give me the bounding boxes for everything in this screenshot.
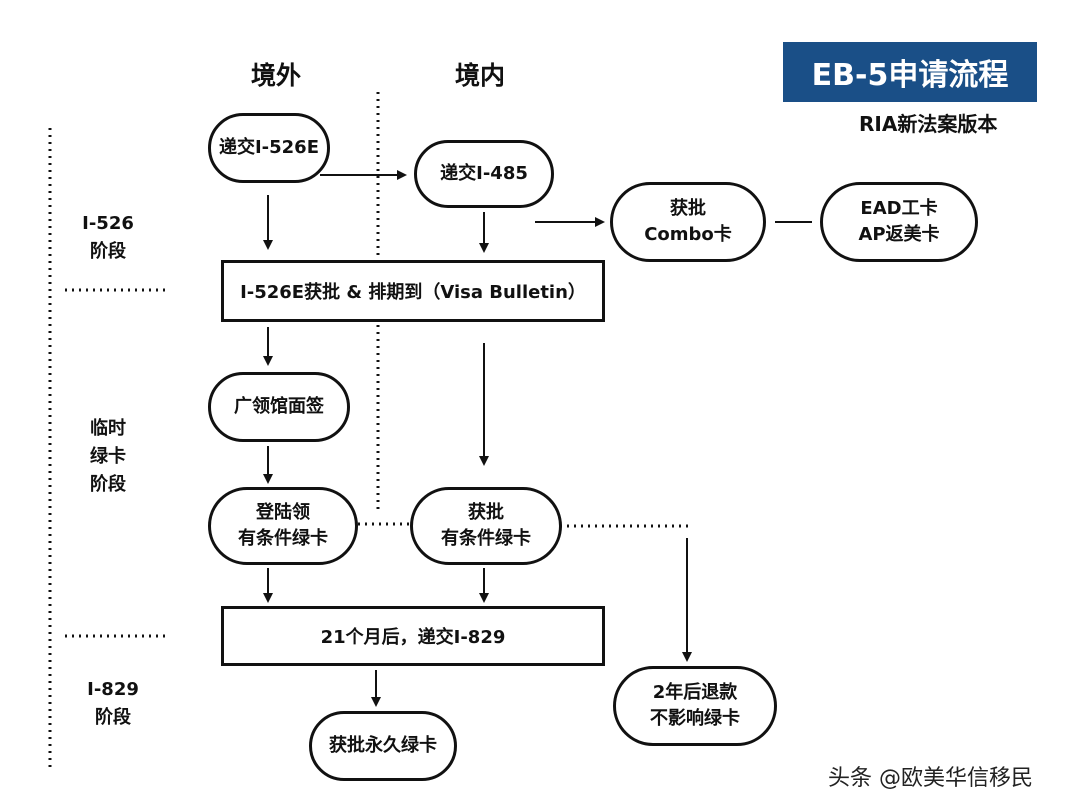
stage-label-line: 绿卡 — [90, 446, 126, 467]
node-submit-i526e: 递交I-526E — [208, 113, 330, 183]
stage-label-line: I-526 — [82, 213, 134, 234]
diagram-subtitle: RIA新法案版本 — [859, 112, 998, 136]
node-label: EAD工卡 — [860, 198, 938, 219]
node-label: 有条件绿卡 — [441, 528, 531, 549]
stage-label-line: I-829 — [87, 679, 139, 700]
node-label: 登陆领 — [256, 502, 310, 523]
stage-label-temporary: 临时 绿卡 阶段 — [78, 415, 138, 499]
node-label: 有条件绿卡 — [238, 528, 328, 549]
node-label: 递交I-485 — [440, 163, 528, 184]
stage-label-line: 阶段 — [95, 707, 131, 728]
stage-label-line: 临时 — [90, 418, 126, 439]
stage-label-line: 阶段 — [90, 474, 126, 495]
node-label: I-526E获批 & 排期到（Visa Bulletin） — [240, 282, 586, 303]
diagram-title: EB-5申请流程 — [783, 42, 1037, 102]
stage-label-i829: I-829 阶段 — [78, 676, 148, 732]
node-label: 获批永久绿卡 — [329, 735, 437, 756]
node-label: 21个月后，递交I-829 — [320, 627, 506, 648]
node-consulate-interview: 广领馆面签 — [208, 372, 350, 442]
node-label: 不影响绿卡 — [650, 708, 740, 729]
watermark: 头条 @欧美华信移民 — [828, 766, 1033, 791]
stage-label-i526: I-526 阶段 — [78, 210, 138, 266]
node-permanent-card: 获批永久绿卡 — [309, 711, 457, 781]
node-label: 获批 — [468, 502, 504, 523]
node-label: 递交I-526E — [218, 137, 320, 158]
node-label: Combo卡 — [644, 224, 732, 245]
node-label: 广领馆面签 — [234, 396, 324, 417]
node-label: AP返美卡 — [858, 224, 940, 245]
node-after-21-months: 21个月后，递交I-829 — [221, 606, 605, 666]
column-header-outside: 境外 — [251, 61, 302, 90]
node-approve-combo: 获批 Combo卡 — [610, 182, 766, 262]
stage-label-line: 阶段 — [90, 241, 126, 262]
node-approve-conditional: 获批 有条件绿卡 — [410, 487, 562, 565]
node-ead-ap: EAD工卡 AP返美卡 — [820, 182, 978, 262]
node-submit-i485: 递交I-485 — [414, 140, 554, 208]
node-land-conditional: 登陆领 有条件绿卡 — [208, 487, 358, 565]
node-refund: 2年后退款 不影响绿卡 — [613, 666, 777, 746]
column-header-inside: 境内 — [455, 61, 506, 90]
node-label: 2年后退款 — [652, 682, 738, 703]
node-i526e-approved: I-526E获批 & 排期到（Visa Bulletin） — [221, 260, 605, 322]
node-label: 获批 — [670, 198, 706, 219]
